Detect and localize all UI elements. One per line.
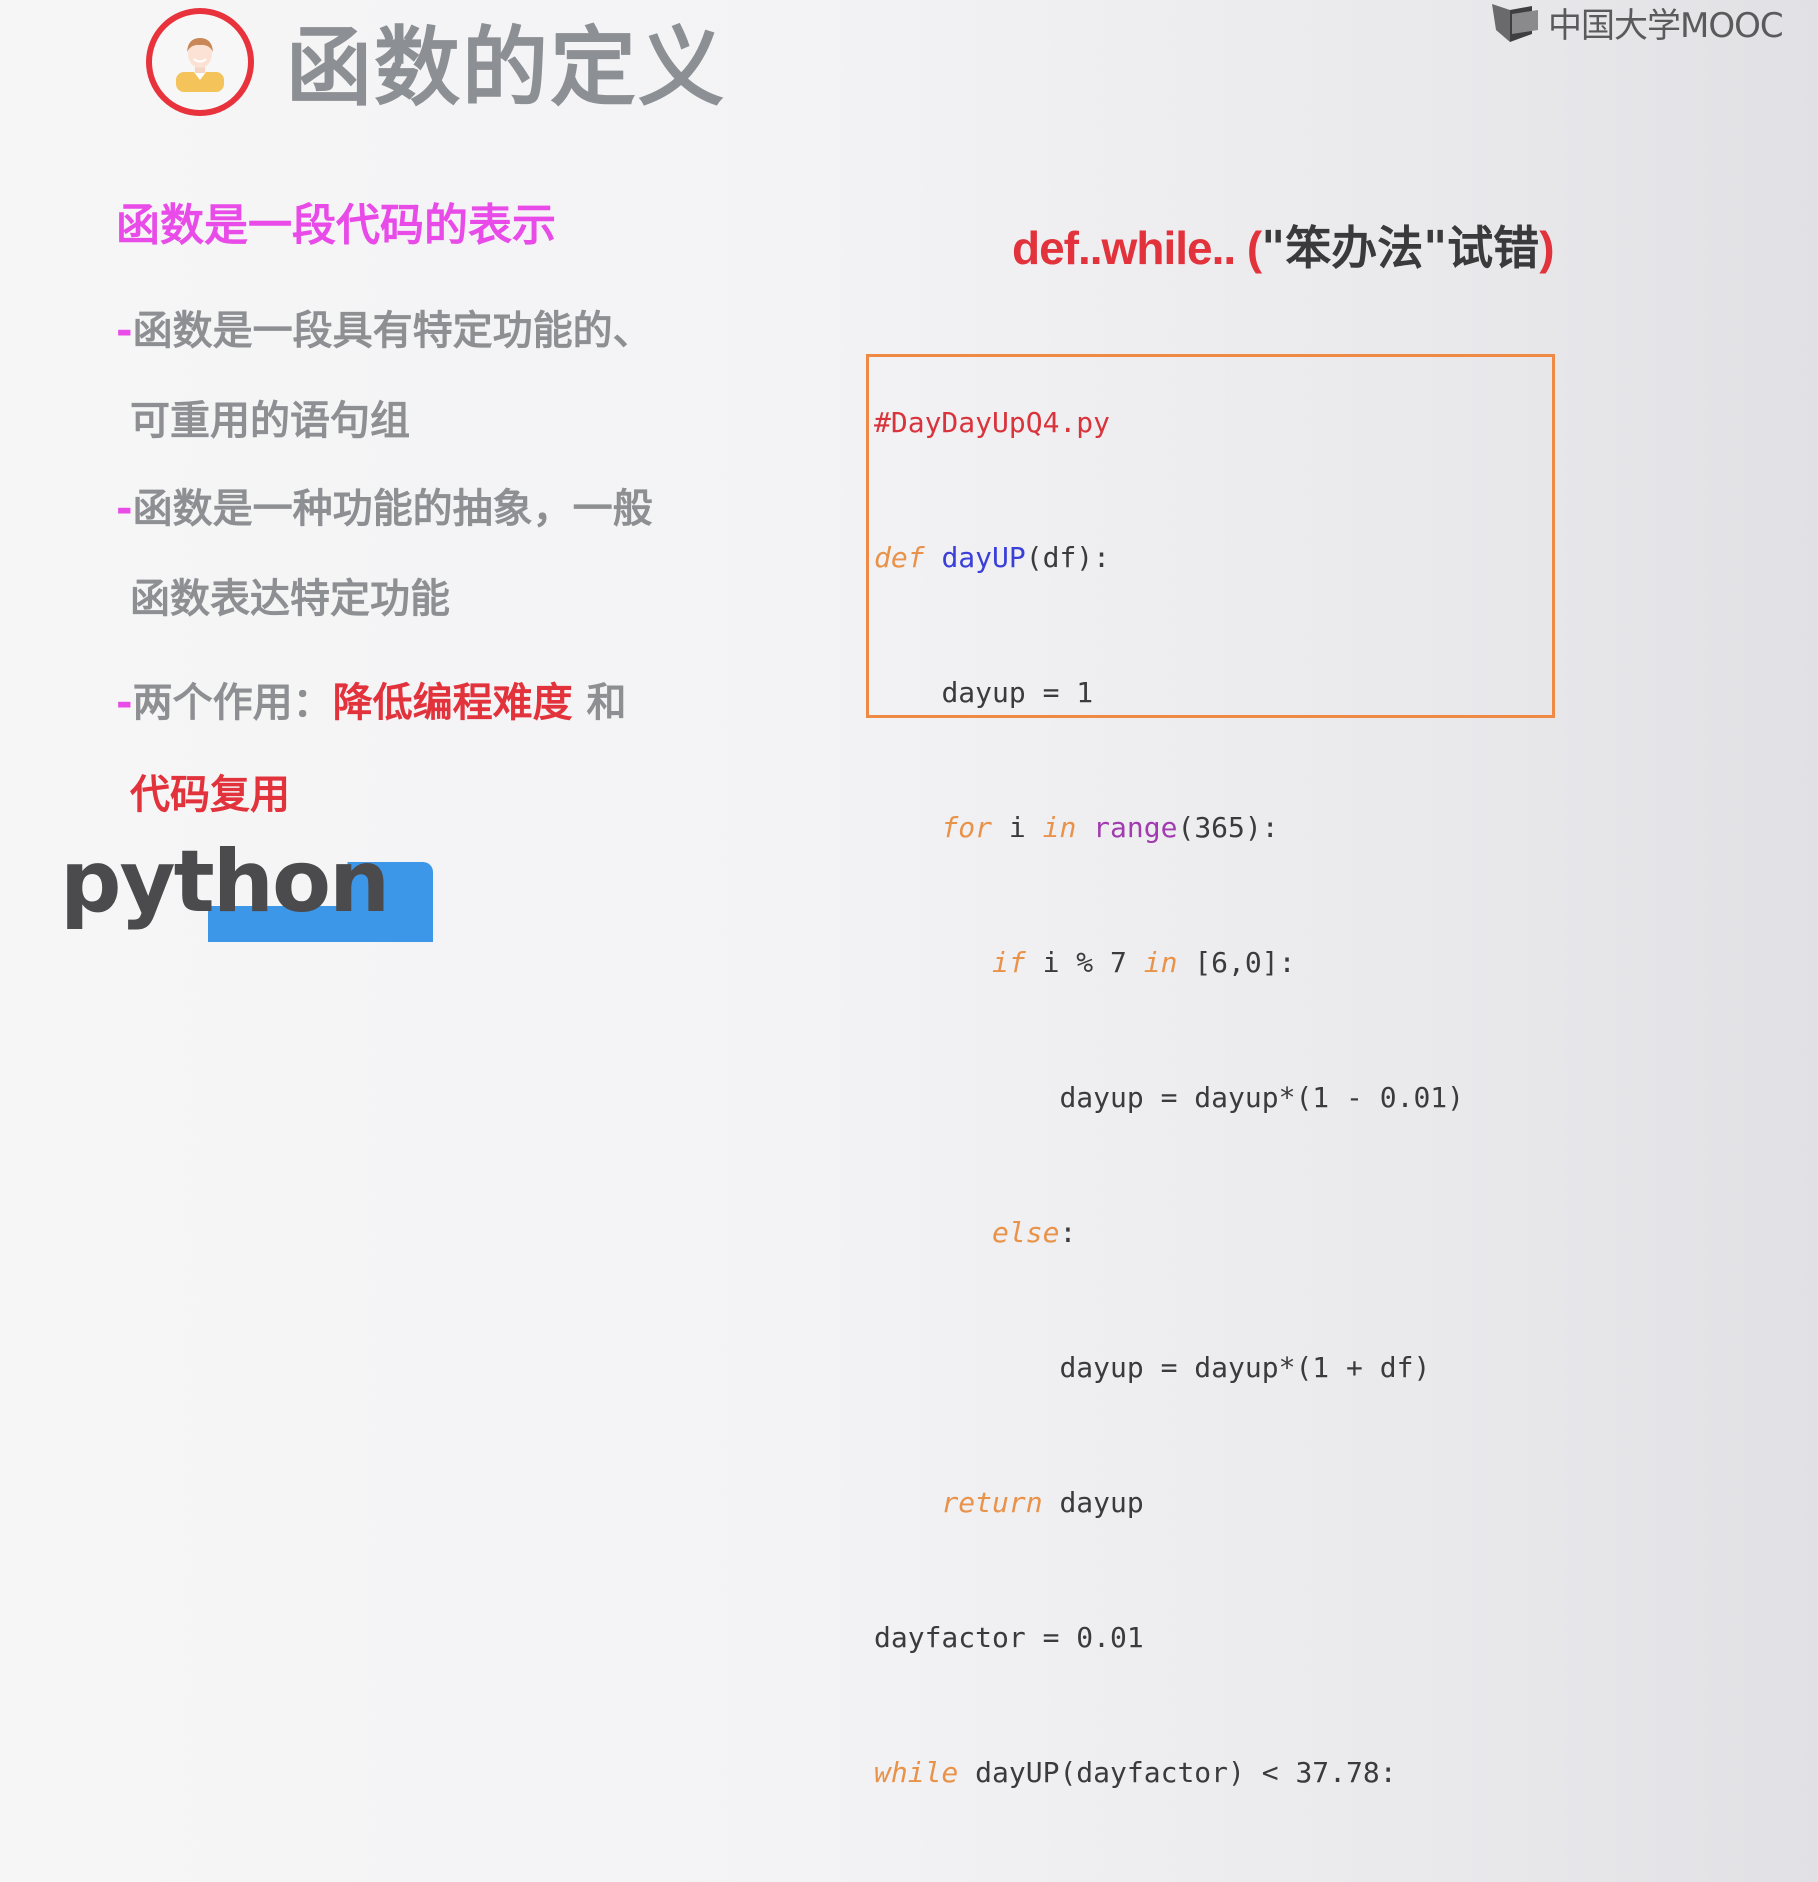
bullet-1-line-1: -函数是一段具有特定功能的、 [116,306,653,356]
bullet-dash: - [116,308,133,354]
logo-text: 中国大学MOOC [1548,5,1784,46]
highlight-code-reuse: 代码复用 [130,772,290,818]
bullet-dash: - [116,486,133,532]
bullet-3-line-1: -两个作用：降低编程难度 和 [116,678,627,728]
avatar [146,8,254,116]
code-line: while dayUP(dayfactor) < 37.78: [874,1756,1397,1789]
python-logo: python [58,832,433,942]
function-definition-highlight-box [866,354,1555,718]
code-comment: #DayDayUpQ4.py [874,406,1111,439]
bullet-2-line-2: 函数表达特定功能 [130,576,450,622]
section-subtitle: 函数是一段代码的表示 [116,200,556,251]
bullet-text: 函数是一段具有特定功能的、 [132,308,653,354]
python-logo-text: python [60,832,390,932]
code-line: if i % 7 in [6,0]: [992,946,1296,979]
bullet-1-line-2: 可重用的语句组 [130,398,410,444]
mooc-book-icon [1492,4,1538,42]
code-line: dayup = 1 [941,676,1094,709]
highlight-reduce-difficulty: 降低编程难度 [332,680,573,726]
code-block: #DayDayUpQ4.py def dayUP(df): dayup = 1 … [874,310,1727,1882]
code-heading: def..while.. ("笨办法"试错) [1012,218,1555,278]
bullet-dash: - [116,680,133,726]
code-line: return dayup [941,1486,1144,1519]
person-avatar-icon [176,38,224,92]
code-line: def dayUP(df): [874,541,1111,574]
code-line: for i in range(365): [941,811,1279,844]
bullet-joiner: 和 [572,680,627,726]
code-line: dayup = dayup*(1 + df) [1059,1351,1431,1384]
bullet-text: 函数是一种功能的抽象，一般 [132,486,653,532]
mooc-logo: 中国大学MOOC [1492,2,1784,46]
code-line: dayfactor = 0.01 [874,1621,1144,1654]
code-line: else: [992,1216,1077,1249]
code-line: dayup = dayup*(1 - 0.01) [1059,1081,1465,1114]
page-title: 函数的定义 [286,18,726,118]
code-heading-close: ) [1539,222,1554,274]
bullet-2-line-1: -函数是一种功能的抽象，一般 [116,484,653,534]
code-heading-note: "笨办法"试错 [1261,221,1540,275]
code-heading-keywords: def..while.. ( [1012,222,1262,274]
bullet-text: 两个作用： [132,680,333,726]
